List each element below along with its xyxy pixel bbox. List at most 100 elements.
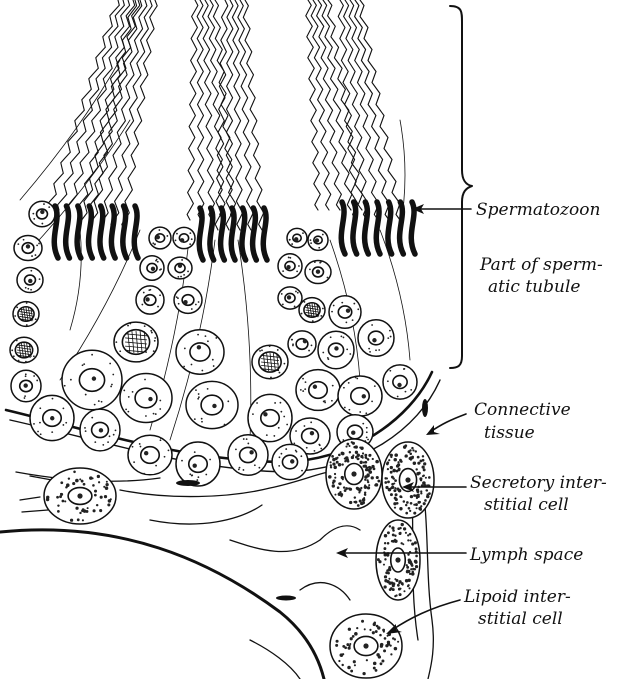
sperm-tail [317,0,342,210]
cytoplasm-granule [191,308,193,310]
cytoplasm-granule [339,491,341,493]
cytoplasm-granule [212,359,214,361]
cytoplasm-granule [373,667,376,670]
cytoplasm-granule [153,350,155,352]
cytoplasm-granule [411,447,413,449]
cytoplasm-granule [349,451,351,453]
cytoplasm-granule [364,628,366,630]
cytoplasm-granule [27,288,29,290]
cytoplasm-granule [386,554,389,557]
cytoplasm-granule [389,588,392,591]
sperm-tail [197,0,204,220]
cytoplasm-granule [115,341,117,343]
cytoplasm-granule [198,393,200,395]
cytoplasm-granule [160,437,162,439]
cytoplasm-granule [159,408,161,410]
cytoplasm-granule [336,461,339,464]
cytoplasm-granule [423,502,426,505]
cytoplasm-granule [345,321,347,323]
cytoplasm-granule [196,479,198,481]
cytoplasm-granule [25,361,27,363]
cytoplasm-granule [127,325,129,327]
cytoplasm-granule [125,409,127,411]
cytoplasm-granule [340,335,342,337]
cytoplasm-granule [349,501,352,504]
cytoplasm-granule [306,447,308,449]
cytoplasm-granule [390,336,392,338]
nucleolus [193,463,197,467]
cytoplasm-granule [364,485,368,489]
cytoplasm-granule [289,239,291,241]
cytoplasm-granule [79,512,81,514]
cytoplasm-granule [310,239,312,241]
cytoplasm-granule [295,430,297,432]
cytoplasm-granule [280,402,282,404]
cytoplasm-granule [398,532,401,535]
cytoplasm-granule [282,270,284,272]
cytoplasm-granule [312,320,314,322]
cytoplasm-granule [16,306,18,308]
cytoplasm-granule [11,349,13,351]
spermatozoon-head [100,206,104,258]
cytoplasm-granule [302,390,304,392]
cytoplasm-granule [381,659,384,662]
cytoplasm-granule [46,496,49,499]
cytoplasm-granule [60,493,63,496]
cytoplasm-granule [143,292,145,294]
cytoplasm-granule [392,588,395,591]
cytoplasm-granule [89,476,92,479]
cytoplasm-granule [247,443,249,445]
cytoplasm-granule [425,477,427,479]
cytoplasm-granule [395,498,398,501]
cytoplasm-granule [372,631,375,634]
cytoplasm-granule [394,595,396,597]
cytoplasm-granule [279,456,281,458]
nucleolus [310,431,314,435]
cytoplasm-granule [102,444,104,446]
cytoplasm-granule [349,353,351,355]
fibre-strand [20,60,120,200]
spermatozoon-head [66,206,70,258]
cytoplasm-granule [201,370,203,372]
cytoplasm-granule [377,558,380,561]
cytoplasm-granule [394,458,397,461]
cytoplasm-granule [373,468,376,471]
cytoplasm-granule [409,573,411,575]
cytoplasm-granule [72,482,75,485]
cytoplasm-granule [392,534,395,537]
cytoplasm-granule [366,659,368,661]
cytoplasm-granule [333,466,336,469]
cytoplasm-granule [407,534,409,536]
cytoplasm-granule [422,455,424,457]
sperm-tail [355,0,390,220]
cytoplasm-granule [425,489,427,491]
nucleolus [148,397,152,401]
cytoplasm-granule [144,379,146,381]
nucleolus [145,297,149,301]
cytoplasm-granule [343,387,345,389]
cytoplasm-granule [77,518,80,521]
cytoplasm-granule [320,261,322,263]
cytoplasm-granule [367,474,369,476]
cytoplasm-granule [343,337,345,339]
cytoplasm-granule [346,443,349,446]
cytoplasm-granule [350,637,353,640]
cytoplasm-granule [350,670,353,673]
cytoplasm-granule [332,484,335,487]
cytoplasm-granule [338,483,340,485]
cytoplasm-granule [405,504,407,506]
cell-nucleus [302,428,319,443]
cytoplasm-granule [363,497,365,499]
cytoplasm-granule [310,242,312,244]
spermatozoon-head [221,208,225,260]
cytoplasm-granule [393,483,395,485]
cytoplasm-granule [420,479,422,481]
spermatozoon-heads [54,202,415,260]
cytoplasm-granule [132,446,134,448]
cytoplasm-granule [159,294,161,296]
cytoplasm-granule [363,465,366,468]
cytoplasm-granule [107,503,110,506]
nucleolus [363,643,368,648]
cytoplasm-granule [417,462,420,465]
cytoplasm-granule [175,239,177,241]
